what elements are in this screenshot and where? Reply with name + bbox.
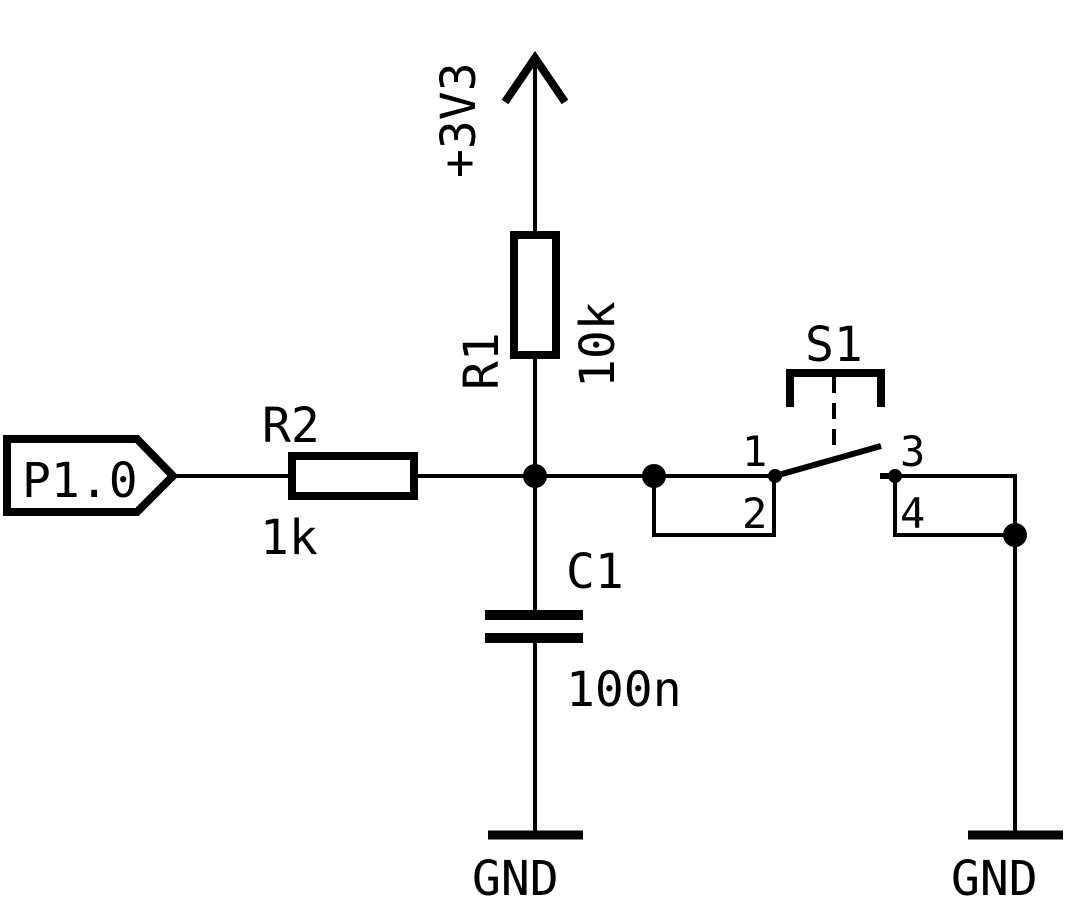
junction-dot-switch-right	[1003, 523, 1027, 547]
s1-pin3-dot	[888, 469, 902, 483]
resistor-r2: R2 1k	[260, 398, 418, 566]
port-flag-shape	[3, 435, 179, 516]
s1-lever	[774, 443, 882, 479]
c1-value: 100n	[566, 662, 682, 718]
port-label: P1.0	[22, 453, 138, 509]
s1-pin1-dot	[768, 469, 782, 483]
switch-s1: S1 1 2 3 4	[652, 317, 1017, 834]
r2-value: 1k	[260, 510, 318, 566]
gnd-right-label: GND	[951, 851, 1038, 907]
s1-pin3-label: 3	[900, 427, 925, 476]
s1-ref: S1	[805, 317, 863, 373]
port-p1-0: P1.0	[3, 435, 179, 516]
resistor-r1: R1 10k	[454, 231, 626, 390]
r1-ref: R1	[454, 332, 510, 390]
s1-pin1-label: 1	[742, 427, 767, 476]
gnd-right: GND	[951, 830, 1063, 907]
gnd-left: GND	[472, 830, 583, 907]
r1-value: 10k	[570, 301, 626, 388]
supply-3v3: +3V3	[431, 50, 569, 238]
junction-dot-switch-left	[642, 464, 666, 488]
s1-pin12-link	[652, 474, 776, 537]
s1-pin2-label: 2	[742, 489, 767, 538]
r1-body	[510, 231, 560, 359]
supply-label: +3V3	[431, 62, 487, 178]
s1-actuator-icon	[786, 369, 885, 407]
r2-body	[288, 452, 418, 500]
s1-pin34-link	[893, 474, 1017, 537]
junction-dot-main	[523, 464, 547, 488]
r2-ref: R2	[262, 398, 320, 454]
capacitor-c1: C1 100n	[485, 474, 682, 834]
gnd-left-label: GND	[472, 851, 559, 907]
c1-ref: C1	[566, 544, 624, 600]
s1-pin4-label: 4	[900, 489, 925, 538]
